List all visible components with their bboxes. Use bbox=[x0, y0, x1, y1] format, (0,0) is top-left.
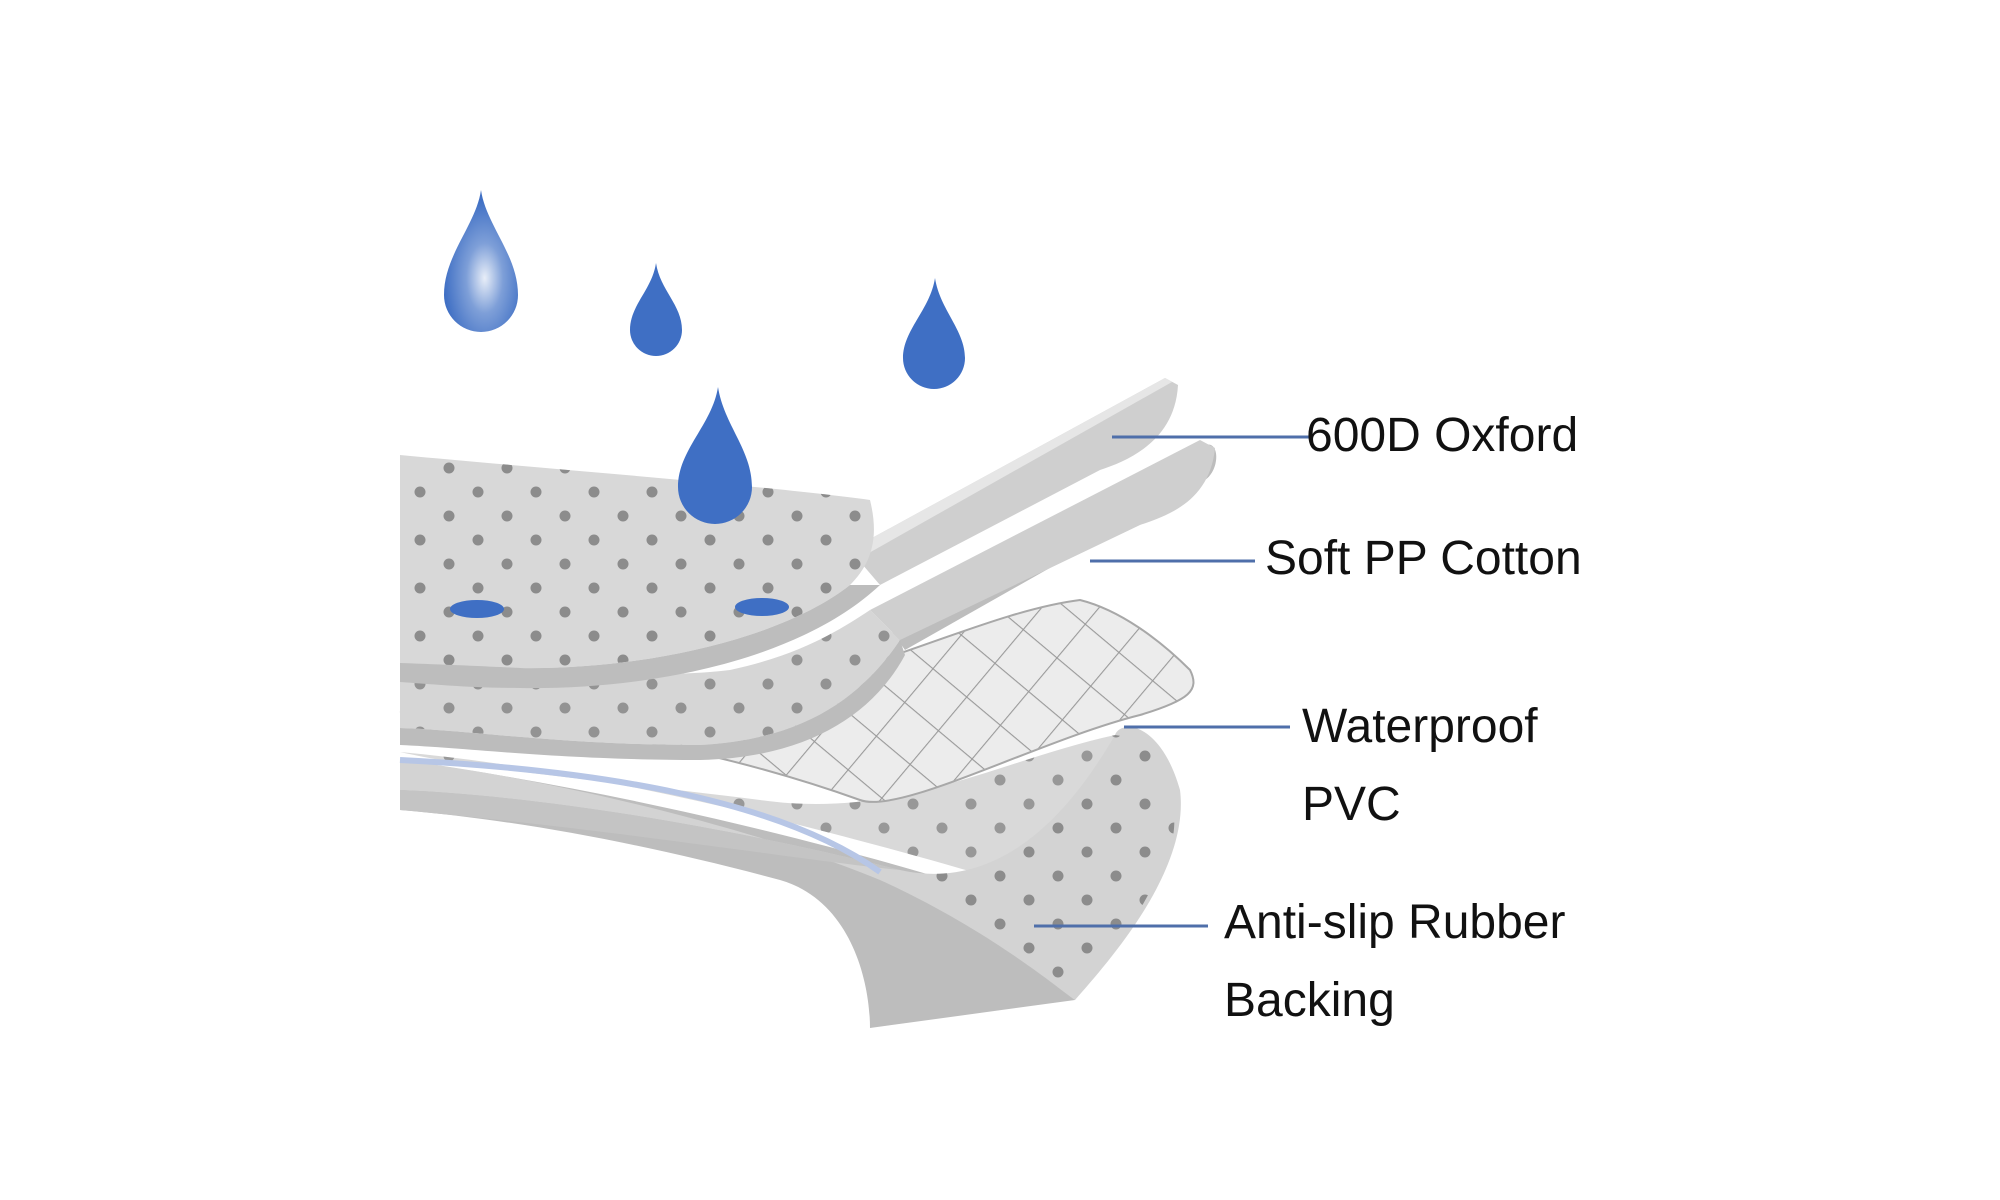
water-puddle bbox=[735, 598, 789, 616]
water-drop-icon bbox=[444, 190, 518, 332]
label-waterproof-pvc: Waterproof PVC bbox=[1302, 700, 1538, 831]
water-drop-icon bbox=[678, 387, 752, 524]
water-puddle bbox=[450, 600, 504, 618]
oxford-layer bbox=[400, 378, 1178, 689]
rubber-backing-layer bbox=[400, 727, 1181, 1028]
water-drops bbox=[444, 190, 965, 524]
label-600d-oxford: 600D Oxford bbox=[1306, 409, 1579, 462]
water-drop-icon bbox=[630, 263, 682, 356]
label-soft-pp-cotton: Soft PP Cotton bbox=[1265, 532, 1582, 585]
leader-lines bbox=[1034, 435, 1312, 928]
water-drop-icon bbox=[903, 278, 965, 389]
label-anti-slip-rubber-backing: Anti-slip Rubber Backing bbox=[1224, 896, 1566, 1027]
